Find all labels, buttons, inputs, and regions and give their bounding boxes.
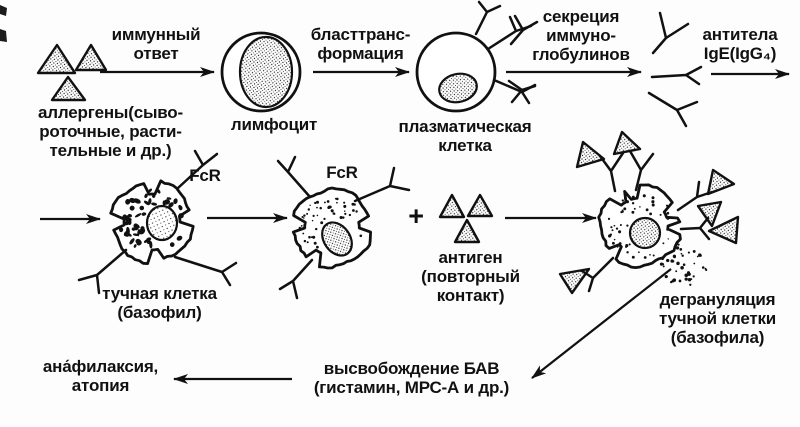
antibody-y-icon [651, 11, 690, 55]
granule-spray [659, 243, 708, 286]
antibody-y-icon [509, 14, 539, 46]
antigen-triangles [438, 193, 494, 244]
antigen-triangle [438, 193, 466, 219]
label-allergens: аллергены(сыво- роточные, расти- тельные… [38, 103, 183, 161]
label-fcr-2: FcR [326, 163, 358, 182]
antibody-y-icon [647, 91, 699, 128]
allergen-triangles [36, 43, 108, 102]
label-fcr-1: FcR [189, 166, 221, 185]
antibody-y-icon [474, 0, 502, 36]
plasma-cell [415, 0, 537, 113]
cell-nucleus [321, 221, 353, 257]
allergen-triangle [36, 43, 77, 75]
label-mast-cell: тучная клетка (базофил) [102, 284, 217, 323]
antigen-triangle [453, 218, 481, 244]
fcr-receptor-icon [173, 255, 238, 287]
cell-nucleus [628, 216, 662, 250]
fcr-receptor-icon [353, 166, 411, 203]
antibody-y-icons [507, 11, 703, 128]
fcr-receptor-icon [276, 155, 312, 199]
label-plasma-cell: плазматическая клетка [398, 117, 532, 156]
antibody-y-icon [507, 79, 537, 104]
fcr-receptor-icon [628, 149, 655, 192]
antigen-triangle [558, 267, 591, 295]
degranulating-mast-cell [558, 130, 740, 295]
fcr-receptor-icon [278, 258, 314, 300]
label-antibodies-ige: антитела IgE(IgG₄) [702, 25, 778, 64]
label-lymphocyte: лимфоцит [230, 115, 318, 134]
antigen-triangle [575, 140, 606, 169]
arrow-degranulation-to-bav [531, 268, 672, 379]
allergen-triangle [74, 43, 108, 72]
label-degranulation: дегрануляция тучной клетки (базофила) [658, 290, 777, 348]
antigen-triangle [707, 215, 740, 245]
antigen-triangle [466, 193, 494, 218]
allergen-triangle [50, 75, 87, 102]
antigen-triangle [696, 200, 723, 228]
label-immune-response: иммунный ответ [111, 25, 201, 64]
scan-edge-artifact [0, 5, 7, 42]
label-secretion: секреция иммуно- глобулинов [532, 7, 630, 65]
cell-nucleus [238, 35, 294, 109]
cytoplasm-dots [298, 197, 363, 249]
fcr-receptor-icon [77, 248, 128, 295]
sensitized-mast-cell [276, 155, 411, 300]
fcr-receptor-icon [176, 149, 219, 190]
label-bav-release: высвобождение БАВ (гистамин, МРС-А и др.… [313, 359, 510, 398]
lymphocyte-cell [220, 31, 302, 113]
cell-nucleus [145, 204, 179, 242]
antigen-triangle [706, 168, 736, 196]
label-anaphylaxis: ана́филаксия, атопия [42, 357, 159, 396]
label-antigen: антиген (повторный контакт) [421, 248, 520, 306]
fcr-receptor-icon [580, 256, 615, 293]
label-blast-transformation: бласттранс- формация [310, 25, 411, 64]
cell-nucleus [438, 72, 478, 104]
antigen-triangle [612, 130, 642, 156]
plus-sign: + [408, 201, 424, 231]
mast-cell [77, 149, 238, 295]
antibody-y-icon [650, 65, 703, 86]
cytoplasm-dots [607, 194, 670, 259]
granules [118, 188, 184, 249]
fcr-receptor-icon [679, 216, 711, 241]
